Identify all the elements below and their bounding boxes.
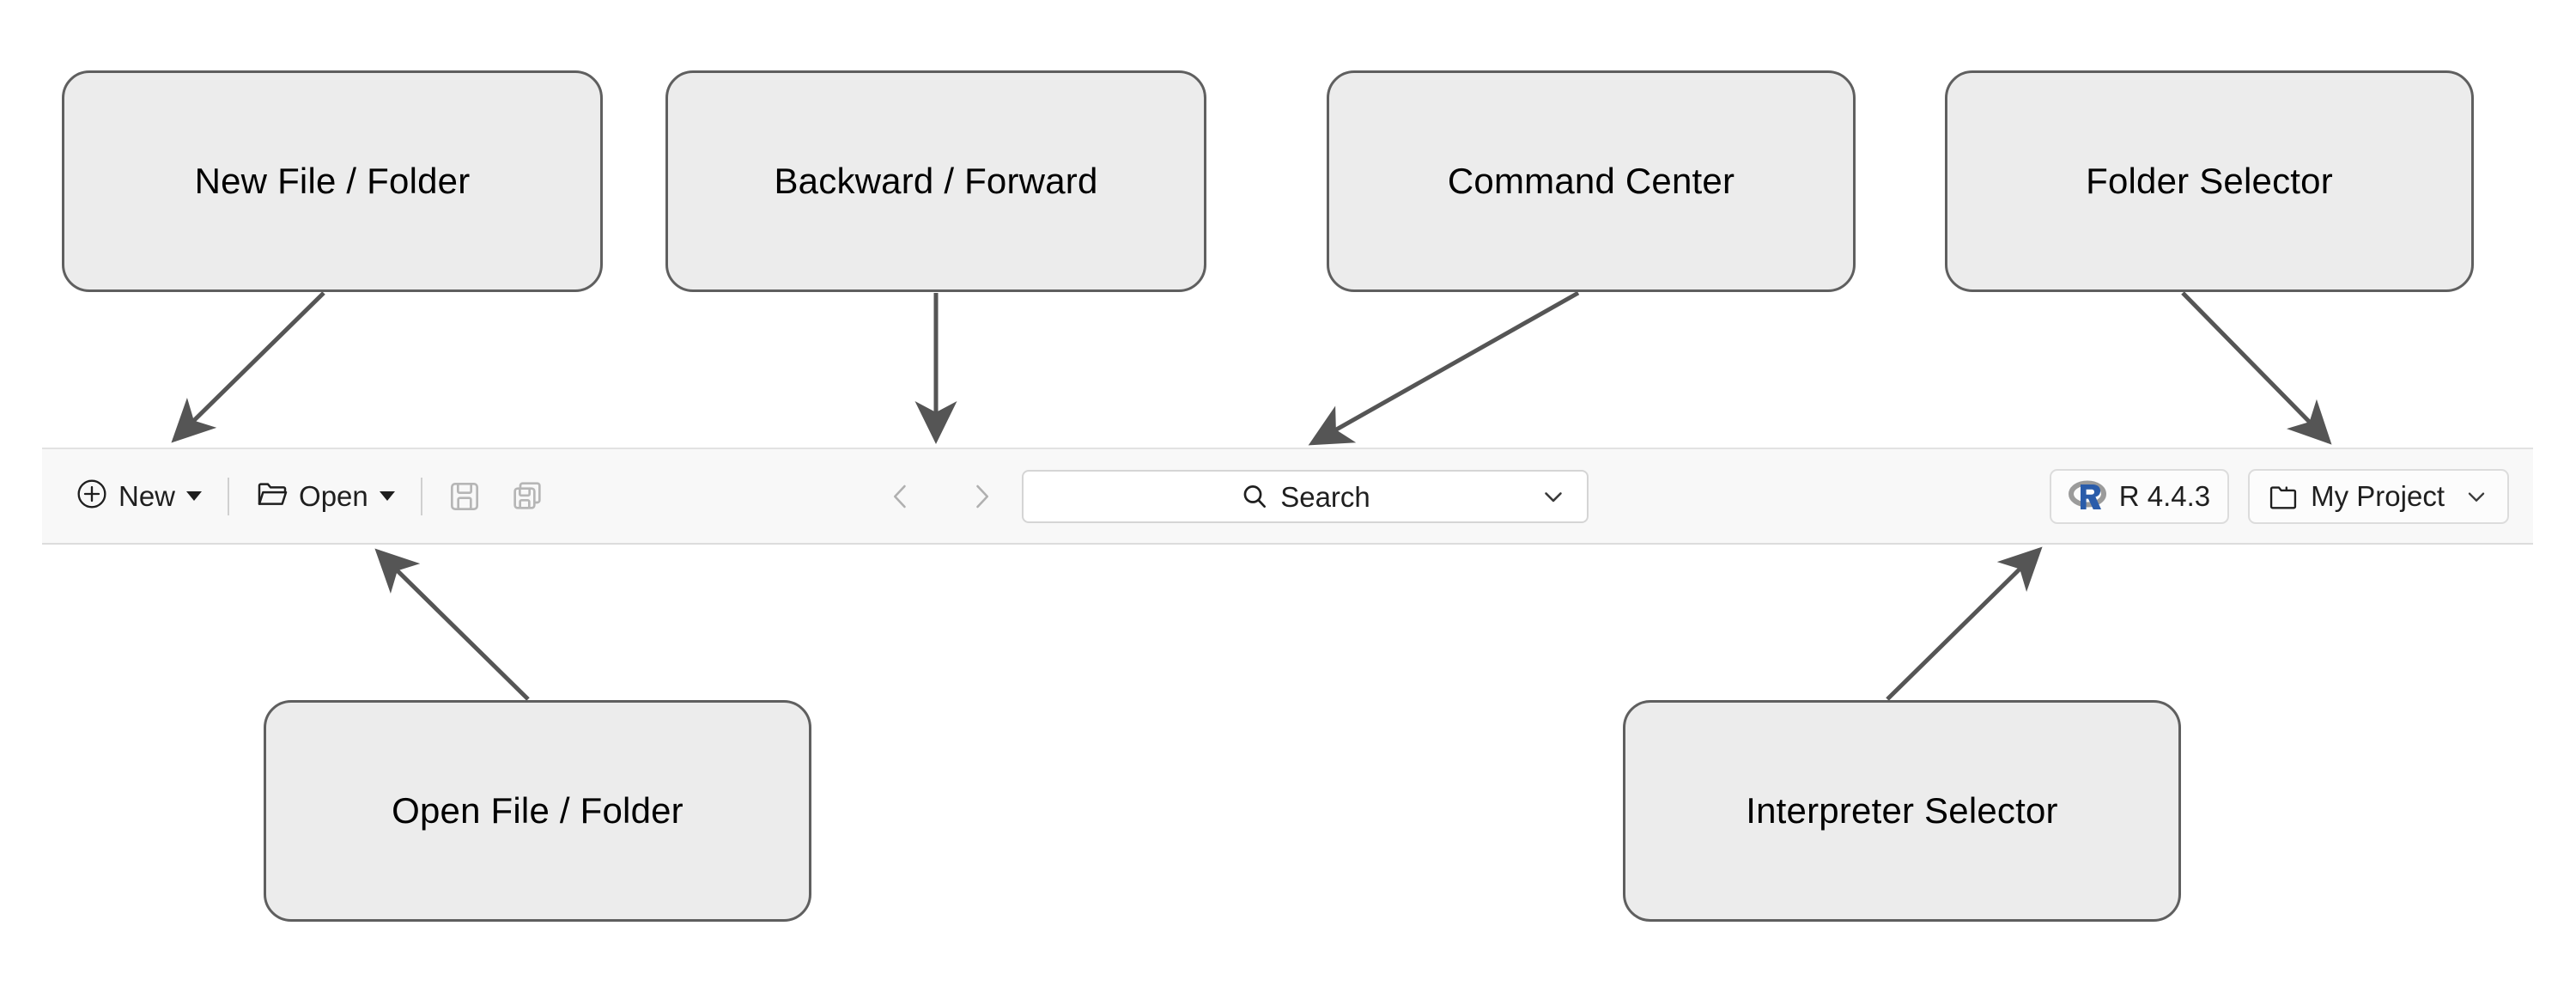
interpreter-selector-button[interactable]: R 4.4.3 — [2049, 468, 2230, 524]
chevron-left-icon — [893, 484, 906, 508]
callout-label: Backward / Forward — [774, 161, 1098, 201]
save-icon — [450, 482, 478, 510]
folder-label: My Project — [2311, 480, 2445, 512]
folder-selector-button[interactable]: My Project — [2248, 468, 2509, 524]
backward-button[interactable] — [876, 472, 926, 521]
chevron-down-icon — [2463, 483, 2490, 510]
save-button[interactable] — [441, 473, 488, 520]
callout-label: Interpreter Selector — [1746, 790, 2058, 831]
chevron-down-icon[interactable] — [1539, 482, 1568, 511]
arrow-command-center — [1308, 290, 1580, 446]
toolbar-left-group: New Open — [42, 472, 551, 521]
search-placeholder: Search — [1280, 480, 1370, 513]
callout-interpreter-selector: Interpreter Selector — [1623, 700, 2181, 922]
new-button[interactable]: New — [68, 472, 209, 521]
callout-folder-selector: Folder Selector — [1945, 70, 2474, 292]
callout-command-center: Command Center — [1327, 70, 1856, 292]
callout-new-file-folder: New File / Folder — [62, 70, 603, 292]
arrow-interpreter-selector — [1886, 546, 2043, 701]
save-all-button[interactable] — [505, 473, 551, 520]
arrow-new-file-folder — [171, 291, 325, 443]
folder-icon — [2267, 480, 2300, 513]
arrow-open-file-folder — [374, 548, 530, 701]
plus-circle-icon — [75, 477, 109, 515]
callout-backward-forward: Backward / Forward — [665, 70, 1206, 292]
ide-toolbar: New Open — [42, 448, 2533, 545]
command-center-search[interactable]: Search — [1022, 470, 1589, 523]
forward-button[interactable] — [957, 472, 1006, 521]
toolbar-divider — [420, 477, 422, 515]
callout-label: New File / Folder — [194, 161, 471, 201]
save-all-icon — [513, 481, 541, 509]
folder-open-icon — [255, 477, 289, 515]
chevron-down-icon — [186, 491, 203, 501]
callout-open-file-folder: Open File / Folder — [264, 700, 811, 922]
callout-label: Open File / Folder — [392, 790, 683, 831]
callout-label: Folder Selector — [2086, 161, 2333, 201]
chevron-down-icon — [379, 491, 395, 501]
toolbar-navigation-group — [860, 472, 1022, 521]
new-button-label: New — [118, 480, 176, 512]
search-icon — [1240, 482, 1269, 511]
callout-label: Command Center — [1447, 161, 1735, 201]
toolbar-right-group: R 4.4.3 My Project — [2049, 468, 2533, 524]
r-logo-icon — [2068, 480, 2108, 513]
arrow-folder-selector — [2181, 291, 2332, 445]
open-button-label: Open — [299, 480, 368, 512]
chevron-right-icon — [975, 484, 988, 508]
open-button[interactable]: Open — [248, 472, 402, 521]
interpreter-label: R 4.4.3 — [2118, 480, 2211, 512]
toolbar-divider — [228, 477, 230, 515]
